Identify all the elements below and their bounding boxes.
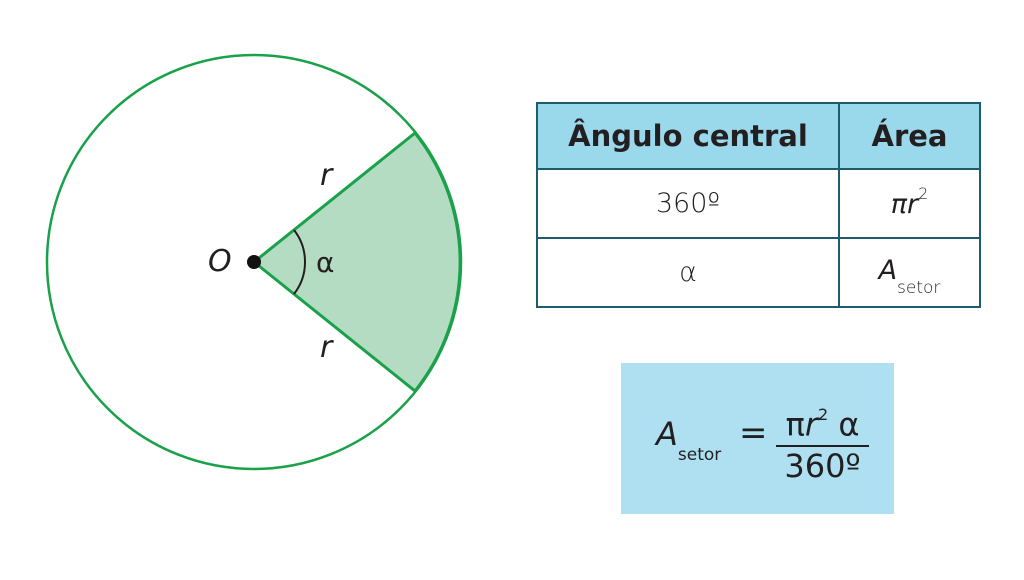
table-row: α Asetor xyxy=(536,237,981,308)
area-exponent: 2 xyxy=(918,183,929,203)
formula-lhs: Asetor xyxy=(656,415,721,465)
fraction-bar xyxy=(776,444,869,447)
formula-numerator: πr2 α xyxy=(776,401,869,443)
area-base: πr xyxy=(890,188,919,220)
table-header-row: Ângulo central Área xyxy=(536,102,981,170)
numerator-pi: π xyxy=(785,405,805,444)
numerator-alpha: α xyxy=(838,405,860,444)
header-area: Área xyxy=(838,102,981,170)
numerator-r: r xyxy=(804,405,818,444)
center-point xyxy=(247,255,261,269)
formula-lhs-subscript: setor xyxy=(677,445,722,466)
header-central-angle: Ângulo central xyxy=(536,102,840,170)
circular-sector xyxy=(251,130,462,394)
radius-label-bottom: r xyxy=(320,330,333,365)
cell-angle: α xyxy=(536,237,840,308)
angle-label: α xyxy=(316,246,335,279)
circle-svg xyxy=(45,53,463,471)
sector-area-formula: Asetor = πr2 α 360º xyxy=(621,363,894,514)
circle-sector-diagram: O α r r xyxy=(45,53,463,471)
cell-area: Asetor xyxy=(838,237,981,308)
area-base: A xyxy=(878,254,898,286)
cell-area: πr2 xyxy=(838,168,981,239)
formula-equals: = xyxy=(739,413,768,453)
radius-label-top: r xyxy=(320,158,333,193)
angle-area-table: Ângulo central Área 360º πr2 α Asetor xyxy=(536,102,981,308)
cell-angle: 360º xyxy=(536,168,840,239)
area-subscript: setor xyxy=(897,278,941,299)
angle-arc xyxy=(293,229,307,295)
formula-lhs-base: A xyxy=(656,415,678,453)
center-label: O xyxy=(208,244,232,279)
formula-denominator: 360º xyxy=(784,446,861,485)
table-row: 360º πr2 xyxy=(536,168,981,239)
numerator-exponent: 2 xyxy=(817,405,829,424)
formula-fraction: πr2 α 360º xyxy=(776,401,869,483)
